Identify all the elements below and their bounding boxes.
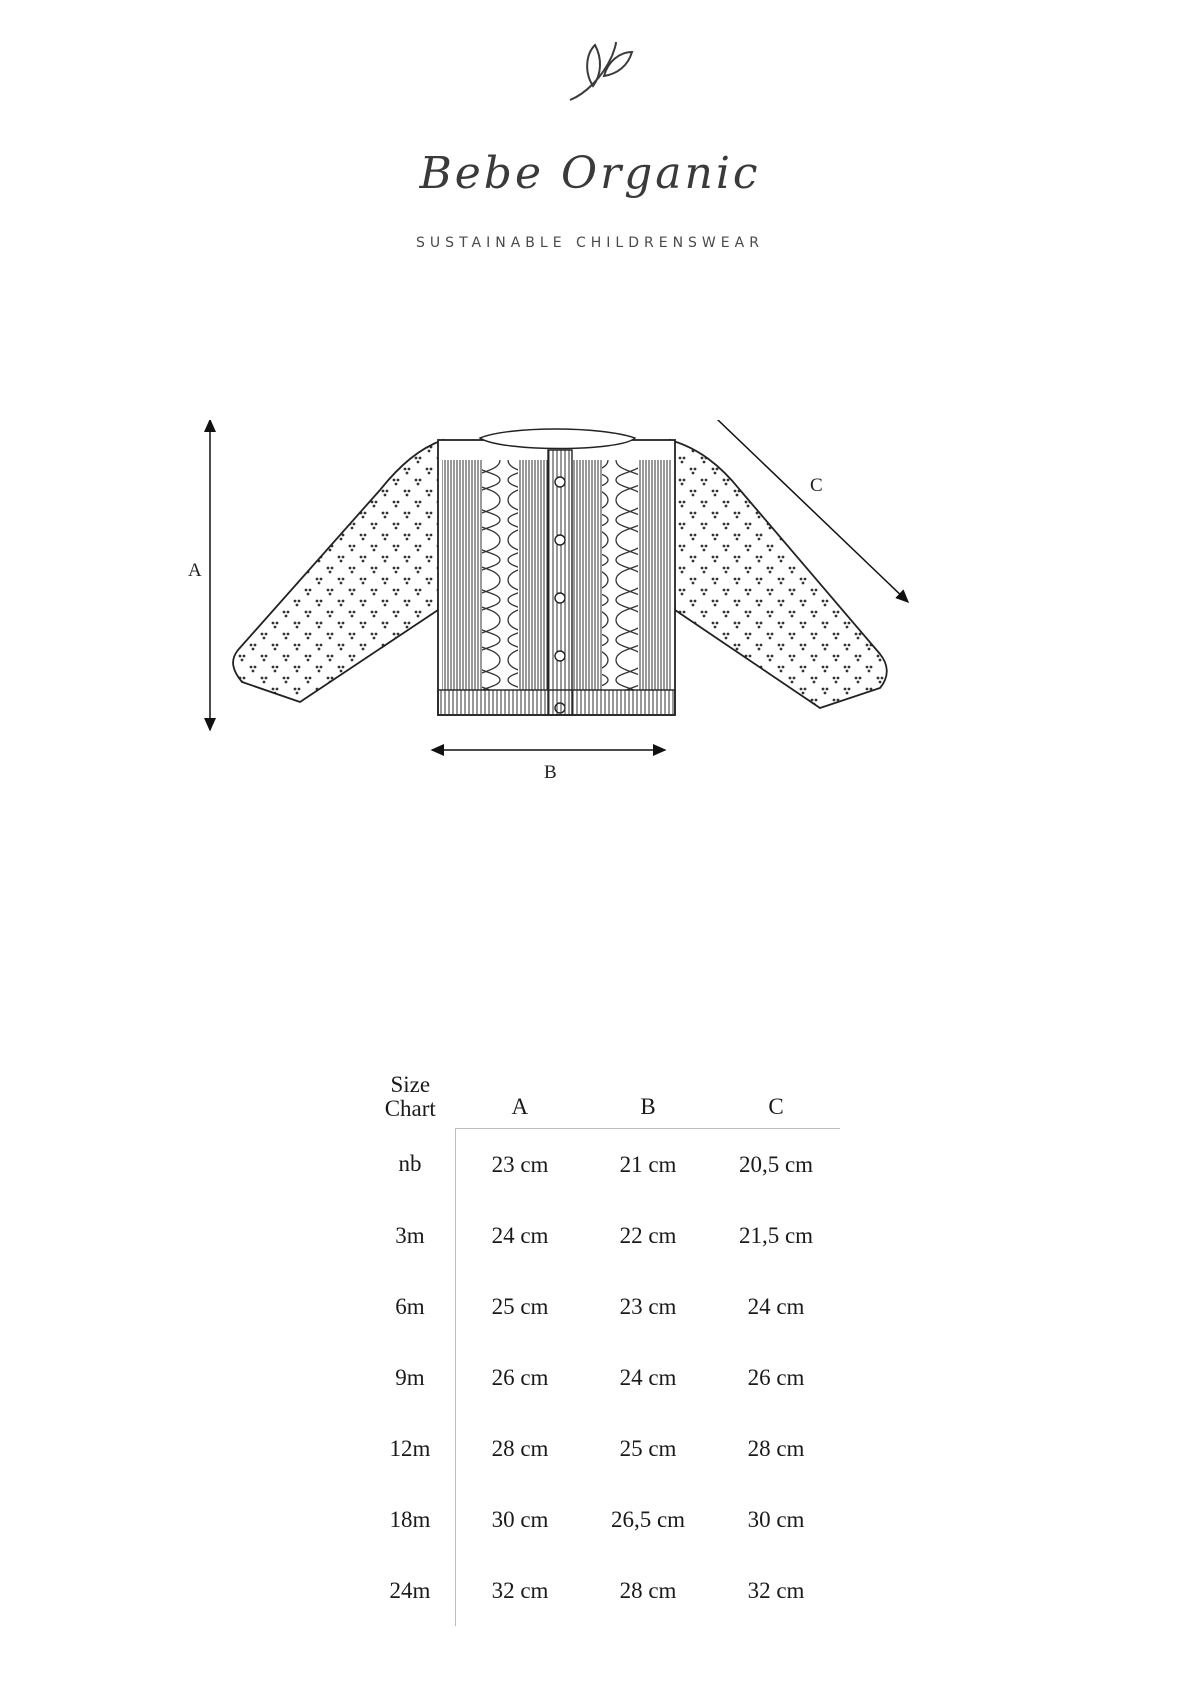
dimension-label-b: B <box>544 762 557 783</box>
row-size: 3m <box>395 1222 425 1248</box>
row-b: 25 cm <box>619 1435 677 1461</box>
row-a: 24 cm <box>455 1200 584 1271</box>
row-b: 22 cm <box>619 1222 677 1248</box>
row-a: 25 cm <box>455 1271 584 1342</box>
header-size-chart: Size Chart <box>365 1060 456 1129</box>
table-row: 12m 28 cm 25 cm 28 cm <box>365 1413 840 1484</box>
leaf-sprig-icon <box>569 41 634 101</box>
row-a: 30 cm <box>455 1484 584 1555</box>
table-row: 3m 24 cm 22 cm 21,5 cm <box>365 1200 840 1271</box>
table-row: 9m 26 cm 24 cm 26 cm <box>365 1342 840 1413</box>
table-row: 18m 30 cm 26,5 cm 30 cm <box>365 1484 840 1555</box>
brand-logo: Bebe Organic SUSTAINABLE CHILDRENSWEAR <box>380 28 800 251</box>
cardigan-sketch <box>204 420 910 756</box>
dimension-label-c: C <box>810 475 823 496</box>
row-c: 20,5 cm <box>738 1151 814 1177</box>
size-chart-table: Size Chart A B C nb 23 cm 21 cm 20,5 cm … <box>365 1060 840 1626</box>
row-size: 12m <box>389 1435 431 1461</box>
row-b: 21 cm <box>619 1151 677 1177</box>
row-b: 26,5 cm <box>610 1506 686 1532</box>
header-a: A <box>455 1060 584 1129</box>
row-c: 32 cm <box>747 1577 805 1603</box>
row-a: 28 cm <box>455 1413 584 1484</box>
row-size: 6m <box>395 1293 425 1319</box>
row-c: 26 cm <box>747 1364 805 1390</box>
row-a: 23 cm <box>455 1128 584 1200</box>
table-row: 6m 25 cm 23 cm 24 cm <box>365 1271 840 1342</box>
row-b: 23 cm <box>619 1293 677 1319</box>
row-b: 24 cm <box>619 1364 677 1390</box>
table-row: 24m 32 cm 28 cm 32 cm <box>365 1555 840 1626</box>
table-header-row: Size Chart A B C <box>365 1060 840 1129</box>
row-a: 26 cm <box>455 1342 584 1413</box>
header-c: C <box>712 1060 840 1129</box>
garment-measurement-diagram: A B C <box>180 420 1010 860</box>
dimension-label-a: A <box>188 560 202 581</box>
row-c: 21,5 cm <box>738 1222 814 1248</box>
header-size-line1: Size <box>390 1071 431 1097</box>
row-a: 32 cm <box>455 1555 584 1626</box>
row-size: nb <box>398 1151 422 1177</box>
row-size: 18m <box>389 1506 431 1532</box>
table-row: nb 23 cm 21 cm 20,5 cm <box>365 1128 840 1200</box>
brand-name: Bebe Organic <box>419 148 761 199</box>
row-c: 24 cm <box>747 1293 805 1319</box>
row-c: 28 cm <box>747 1435 805 1461</box>
header-b: B <box>584 1060 712 1129</box>
row-size: 24m <box>389 1577 431 1603</box>
header-size-line2: Chart <box>384 1095 436 1121</box>
row-b: 28 cm <box>619 1577 677 1603</box>
brand-tagline: SUSTAINABLE CHILDRENSWEAR <box>416 235 764 251</box>
row-c: 30 cm <box>747 1506 805 1532</box>
row-size: 9m <box>395 1364 425 1390</box>
